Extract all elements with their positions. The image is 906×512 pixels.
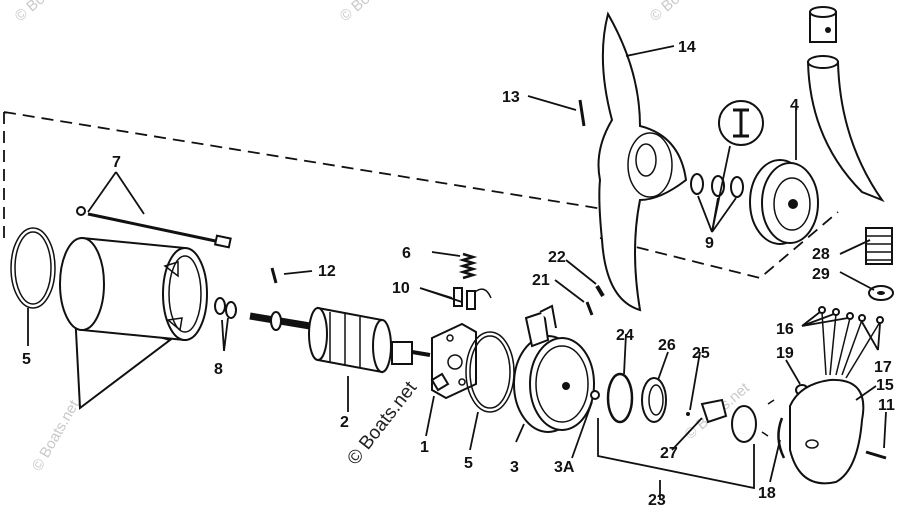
assembly-dash-line (3, 111, 839, 279)
callout-16: 16 (776, 321, 794, 338)
callout-23: 23 (648, 492, 666, 509)
callout-27: 27 (660, 445, 678, 462)
callout-21: 21 (532, 272, 550, 289)
callout-2: 2 (340, 414, 349, 431)
spring-28 (865, 227, 893, 265)
bushing-27 (731, 405, 757, 443)
callout-11: 11 (878, 397, 895, 414)
callout-8: 8 (214, 361, 223, 378)
nut-3a (590, 390, 600, 400)
cotter-pin-13 (578, 99, 586, 127)
washer-9a (690, 173, 704, 195)
pin-12 (270, 267, 278, 284)
end-cap-3 (513, 304, 595, 433)
callout-6: 6 (402, 245, 411, 262)
callout-5-left: 5 (22, 351, 31, 368)
pin-22 (595, 284, 605, 298)
watermark-top-left: © Boats.net (12, 0, 84, 25)
callout-28: 28 (812, 246, 830, 263)
callout-22: 22 (548, 249, 566, 266)
callout-7: 7 (112, 154, 121, 171)
callout-14: 14 (678, 39, 696, 56)
tie-rod (76, 206, 232, 249)
callout-24: 24 (616, 327, 634, 344)
tiller-tube (806, 6, 885, 203)
callout-29: 29 (812, 266, 830, 283)
thrust-hub-4 (749, 159, 819, 245)
callout-3: 3 (510, 459, 519, 476)
callout-9: 9 (705, 235, 714, 252)
callout-26: 26 (658, 337, 676, 354)
callout-5-middle: 5 (464, 455, 473, 472)
clip-18 (777, 417, 786, 459)
callout-3a: 3A (554, 459, 575, 476)
screw-11 (865, 450, 887, 460)
washer-8b (225, 301, 237, 319)
screw-25 (686, 412, 690, 416)
propeller (597, 11, 688, 312)
wire-terminals (818, 306, 884, 379)
washer-8a (214, 297, 226, 315)
callout-17: 17 (874, 359, 892, 376)
spring-6 (458, 252, 478, 280)
watermark-top-right: © Boats.net (647, 0, 719, 25)
callout-12: 12 (318, 263, 336, 280)
callout-4: 4 (790, 97, 799, 114)
brush-plate (430, 322, 477, 400)
callout-10: 10 (392, 280, 410, 297)
callout-1: 1 (420, 439, 429, 456)
callout-25: 25 (692, 345, 710, 362)
callout-13: 13 (502, 89, 520, 106)
watermark-main: © Boats.net (343, 377, 421, 469)
o-ring-left (10, 227, 56, 309)
washer-9c (730, 176, 744, 198)
callout-19: 19 (776, 345, 794, 362)
lower-housing-15 (789, 378, 865, 485)
brushes (453, 287, 492, 310)
watermark-top-center: © Boats.net (337, 0, 409, 25)
callout-18: 18 (758, 485, 776, 502)
callout-15: 15 (876, 377, 894, 394)
motor-housing (59, 236, 208, 410)
clip-27 (700, 398, 728, 424)
ring-24 (606, 372, 634, 424)
leader-lines (27, 45, 887, 500)
watermark-bottom-left: © Boats.net (29, 397, 83, 474)
pin-21 (585, 301, 594, 316)
armature (249, 306, 431, 374)
